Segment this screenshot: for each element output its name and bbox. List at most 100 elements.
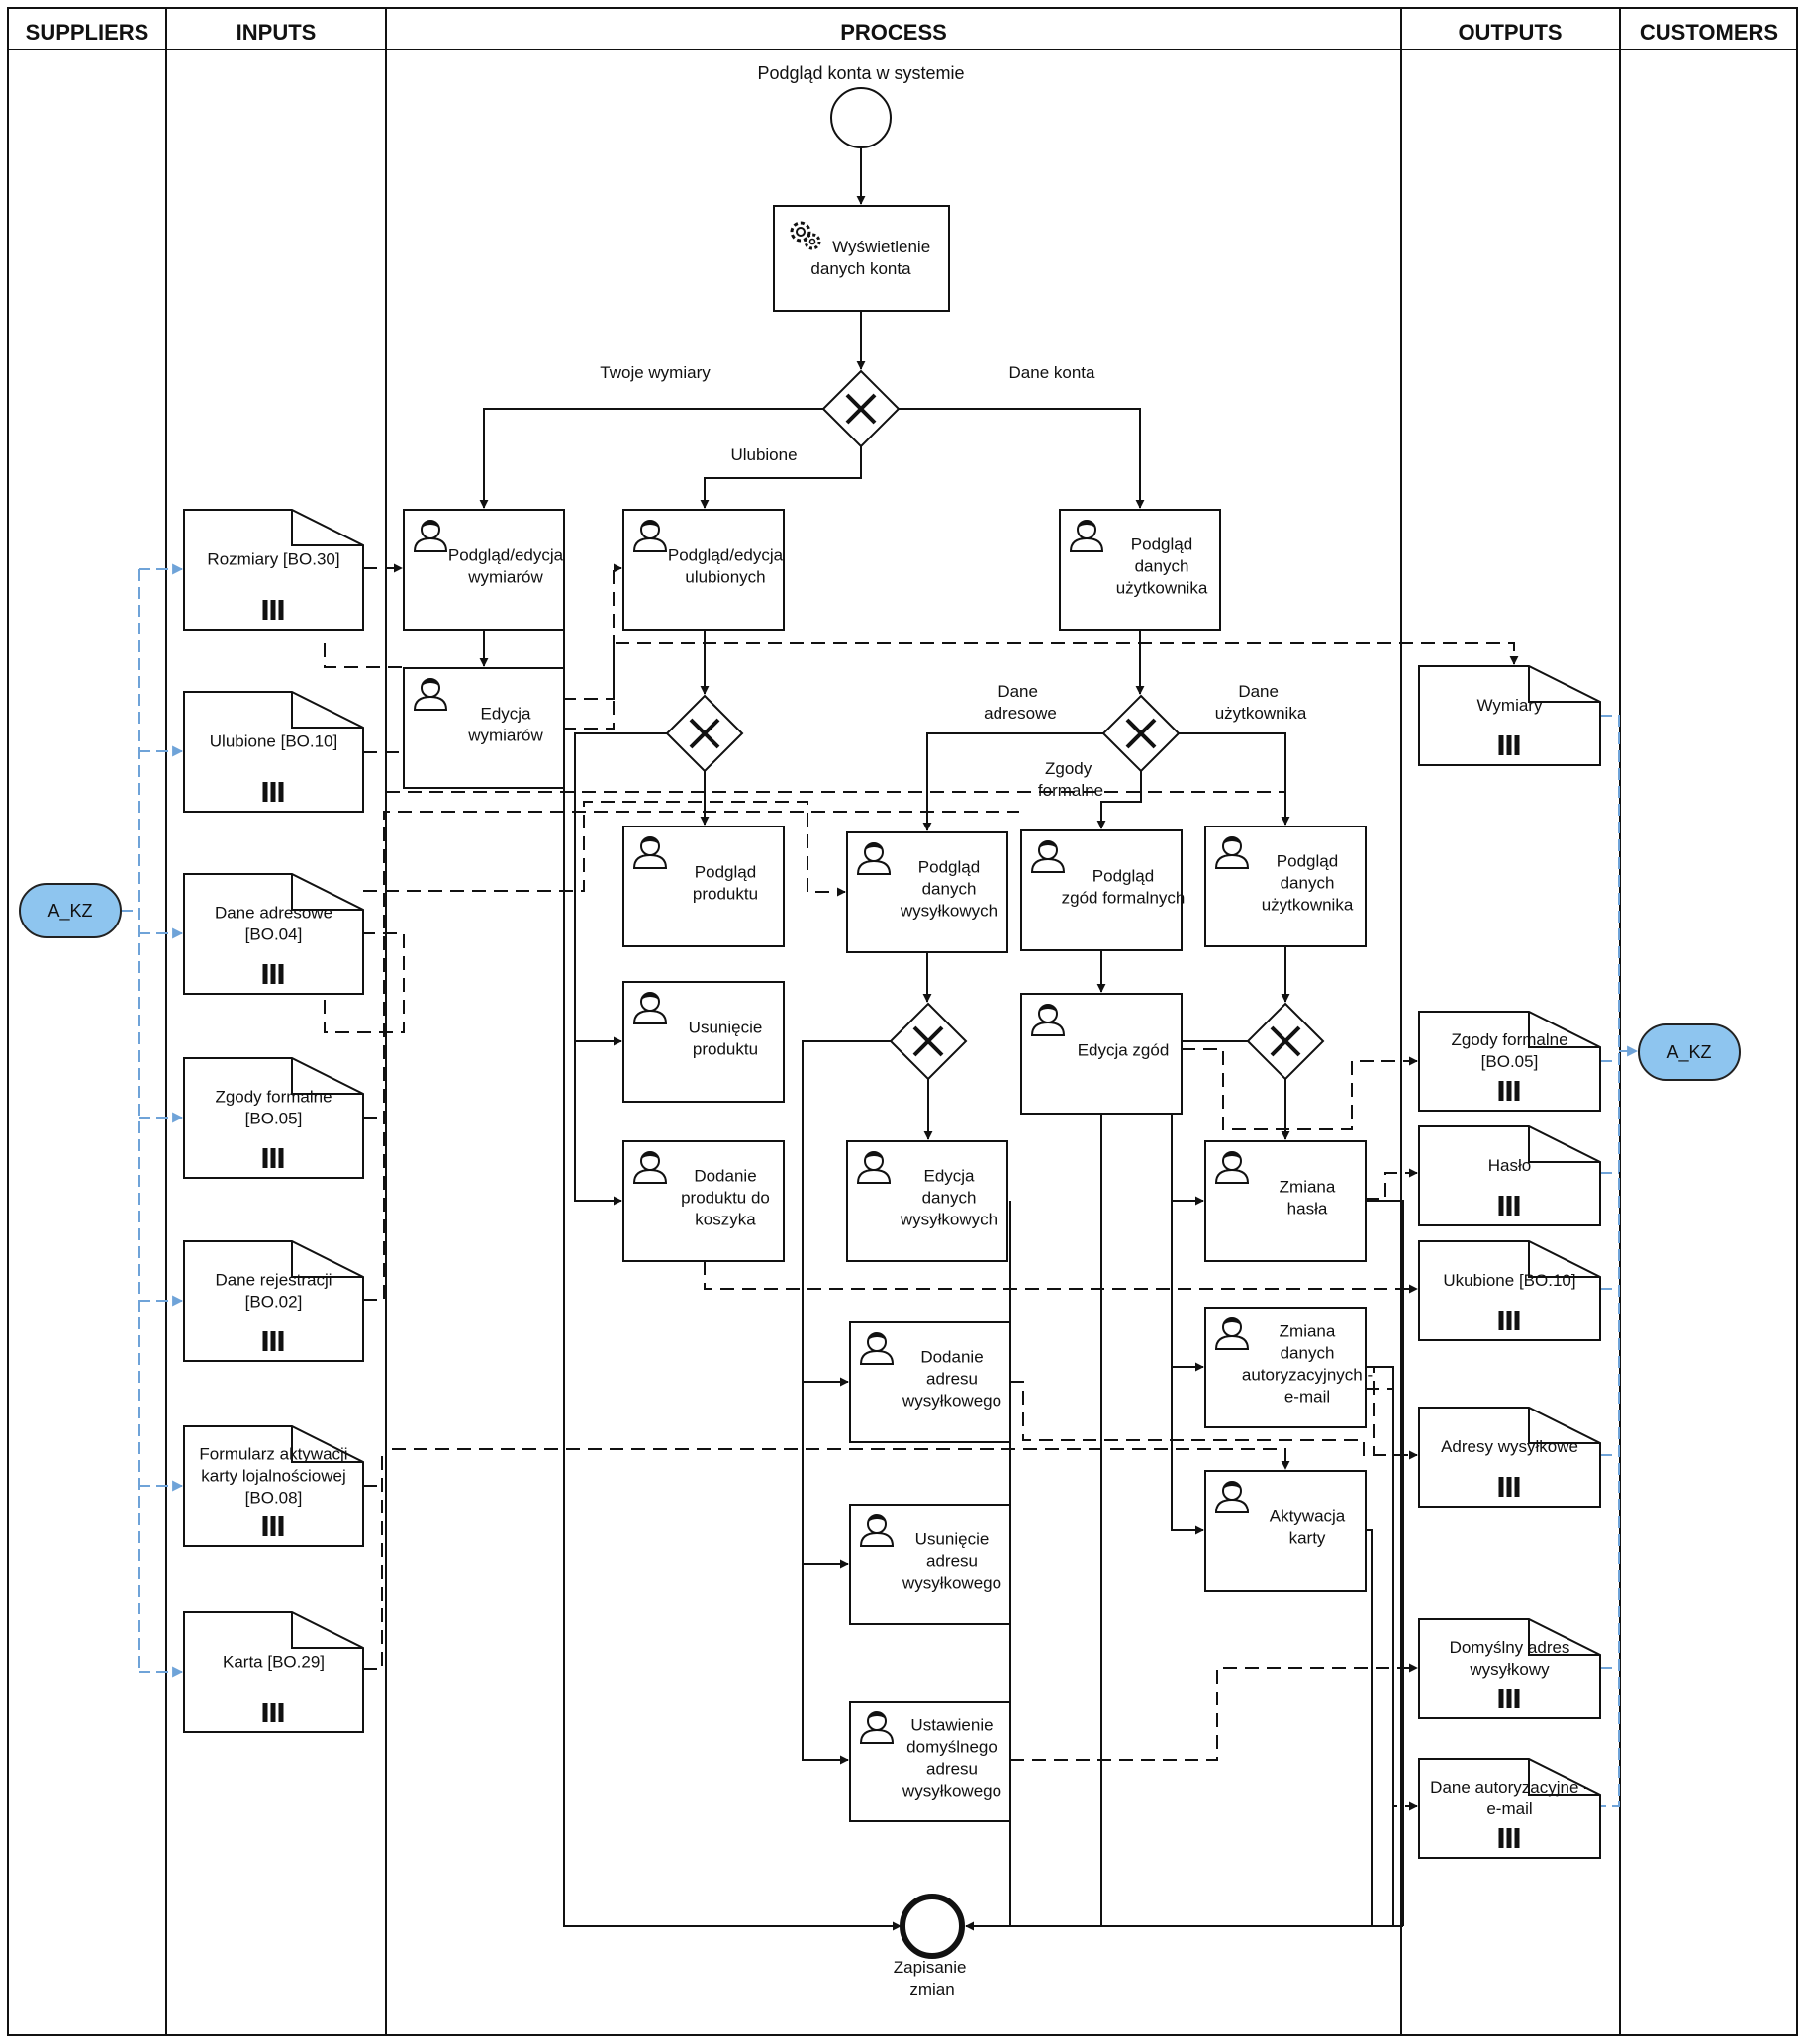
document-label: Dane adresowe[BO.04] <box>215 904 332 944</box>
collection-marker-icon <box>1498 1196 1520 1216</box>
data-association <box>1366 1168 1418 1200</box>
task-label-line-3: wysyłkowych <box>900 1211 998 1229</box>
document-label-line-1: Wymiary <box>1477 696 1543 715</box>
data-association <box>363 1448 1290 1487</box>
start-event[interactable] <box>830 87 892 148</box>
collection-marker-icon <box>262 1148 284 1168</box>
system-task-wyswietlenie[interactable]: Wyświetlenie danych konta <box>773 205 950 312</box>
task-label-line-3: adresu <box>926 1760 978 1779</box>
task-label-line-1: Podgląd <box>1131 535 1192 554</box>
output-document-3[interactable]: Hasło <box>1418 1125 1601 1226</box>
task-label-line-4: e-mail <box>1284 1388 1330 1407</box>
user-icon <box>859 1514 895 1547</box>
data-association <box>363 801 846 897</box>
task-label-line-2: zgód formalnych <box>1062 889 1186 908</box>
data-associations <box>324 563 1519 1811</box>
lane-title-inputs: INPUTS <box>237 20 317 45</box>
input-document-3[interactable]: Dane adresowe[BO.04] <box>183 873 364 995</box>
user-icon <box>1214 1481 1250 1513</box>
gateway-main[interactable] <box>821 369 901 448</box>
task-label-line-1: Usunięcie <box>915 1530 990 1549</box>
task-label-line-2: wymiarów <box>467 727 543 745</box>
collection-marker-icon <box>1498 1081 1520 1101</box>
document-label: Karta [BO.29] <box>223 1653 325 1672</box>
customer-node[interactable]: A_KZ <box>1638 1023 1741 1081</box>
output-document-5[interactable]: Adresy wysyłkowe <box>1418 1407 1601 1508</box>
data-association <box>363 1449 383 1670</box>
output-document-6[interactable]: Domyślny adres wysyłkowy <box>1418 1618 1601 1719</box>
input-document-5[interactable]: Dane rejestracji[BO.02] <box>183 1240 364 1362</box>
output-document-4[interactable]: Ukubione [BO.10] <box>1418 1240 1601 1341</box>
task-label-line-3: użytkownika <box>1262 896 1354 915</box>
document-label-line-1: Domyślny adres <box>1450 1638 1570 1657</box>
data-association <box>1366 1366 1375 1455</box>
user-icon <box>859 1711 895 1744</box>
task-podglad-zgod[interactable]: Podgląd zgód formalnych <box>1020 829 1186 951</box>
end-event[interactable] <box>900 1894 965 1959</box>
document-label-line-1: Rozmiary [BO.30] <box>207 550 339 569</box>
user-icon <box>413 520 448 552</box>
task-label-line-2: danych <box>1135 557 1189 576</box>
branch-label-dane-adresowe: Dane adresowe <box>984 682 1057 723</box>
output-document-1[interactable]: Wymiary <box>1418 665 1601 766</box>
task-label-line-1: Podgląd <box>1092 867 1154 886</box>
task-edycja-zgod[interactable]: Edycja zgód <box>1020 993 1183 1115</box>
branch-label-zgody-formalne-line-2: formalne <box>1038 781 1103 800</box>
branch-label-dane-uzytkownika-line-1: Dane <box>1238 682 1279 701</box>
sequence-flow <box>1366 1529 1373 1926</box>
document-label-line-1: Hasło <box>1488 1156 1531 1175</box>
document-label: Wymiary <box>1477 696 1543 715</box>
branch-label-twoje-wymiary: Twoje wymiary <box>600 363 711 382</box>
document-label-line-2: [BO.05] <box>1481 1052 1539 1071</box>
document-label-line-2: wysyłkowy <box>1469 1660 1550 1679</box>
output-document-7[interactable]: Dane autoryzacyjne -e-mail <box>1418 1758 1601 1859</box>
input-document-2[interactable]: Ulubione [BO.10] <box>183 691 364 813</box>
gateway-ulubione[interactable] <box>665 694 744 773</box>
user-icon <box>632 992 668 1024</box>
exclusive-x-icon <box>845 393 877 425</box>
document-label-line-1: Zgody formalne <box>1451 1030 1568 1049</box>
task-label-line-3: wysyłkowego <box>902 1574 1001 1593</box>
user-icon <box>632 520 668 552</box>
output-document-2[interactable]: Zgody formalne [BO.05] <box>1418 1011 1601 1112</box>
document-label-line-2: [BO.05] <box>245 1110 303 1128</box>
gateway-dane-uzytkownika[interactable] <box>1246 1002 1325 1081</box>
input-document-1[interactable]: Rozmiary [BO.30] <box>183 509 364 631</box>
document-label-line-1: Dane autoryzacyjne - <box>1430 1778 1589 1797</box>
system-task-label-line-1: Wyświetlenie <box>832 238 930 256</box>
input-document-7[interactable]: Karta [BO.29] <box>183 1611 364 1733</box>
task-label-line-3: autoryzacyjnych - <box>1242 1366 1373 1385</box>
task-label-line-1: Dodanie <box>920 1348 983 1367</box>
sequence-flow <box>574 732 667 1046</box>
input-document-4[interactable]: Zgody formalne[BO.05] <box>183 1057 364 1179</box>
gateway-dane-adresowe[interactable] <box>889 1002 968 1081</box>
task-label-line-1: Podgląd/edycja <box>668 546 784 565</box>
supplier-node[interactable]: A_KZ <box>19 883 122 938</box>
gateway-dane-konta[interactable] <box>1101 694 1181 773</box>
task-label-line-4: wysyłkowego <box>902 1782 1001 1801</box>
